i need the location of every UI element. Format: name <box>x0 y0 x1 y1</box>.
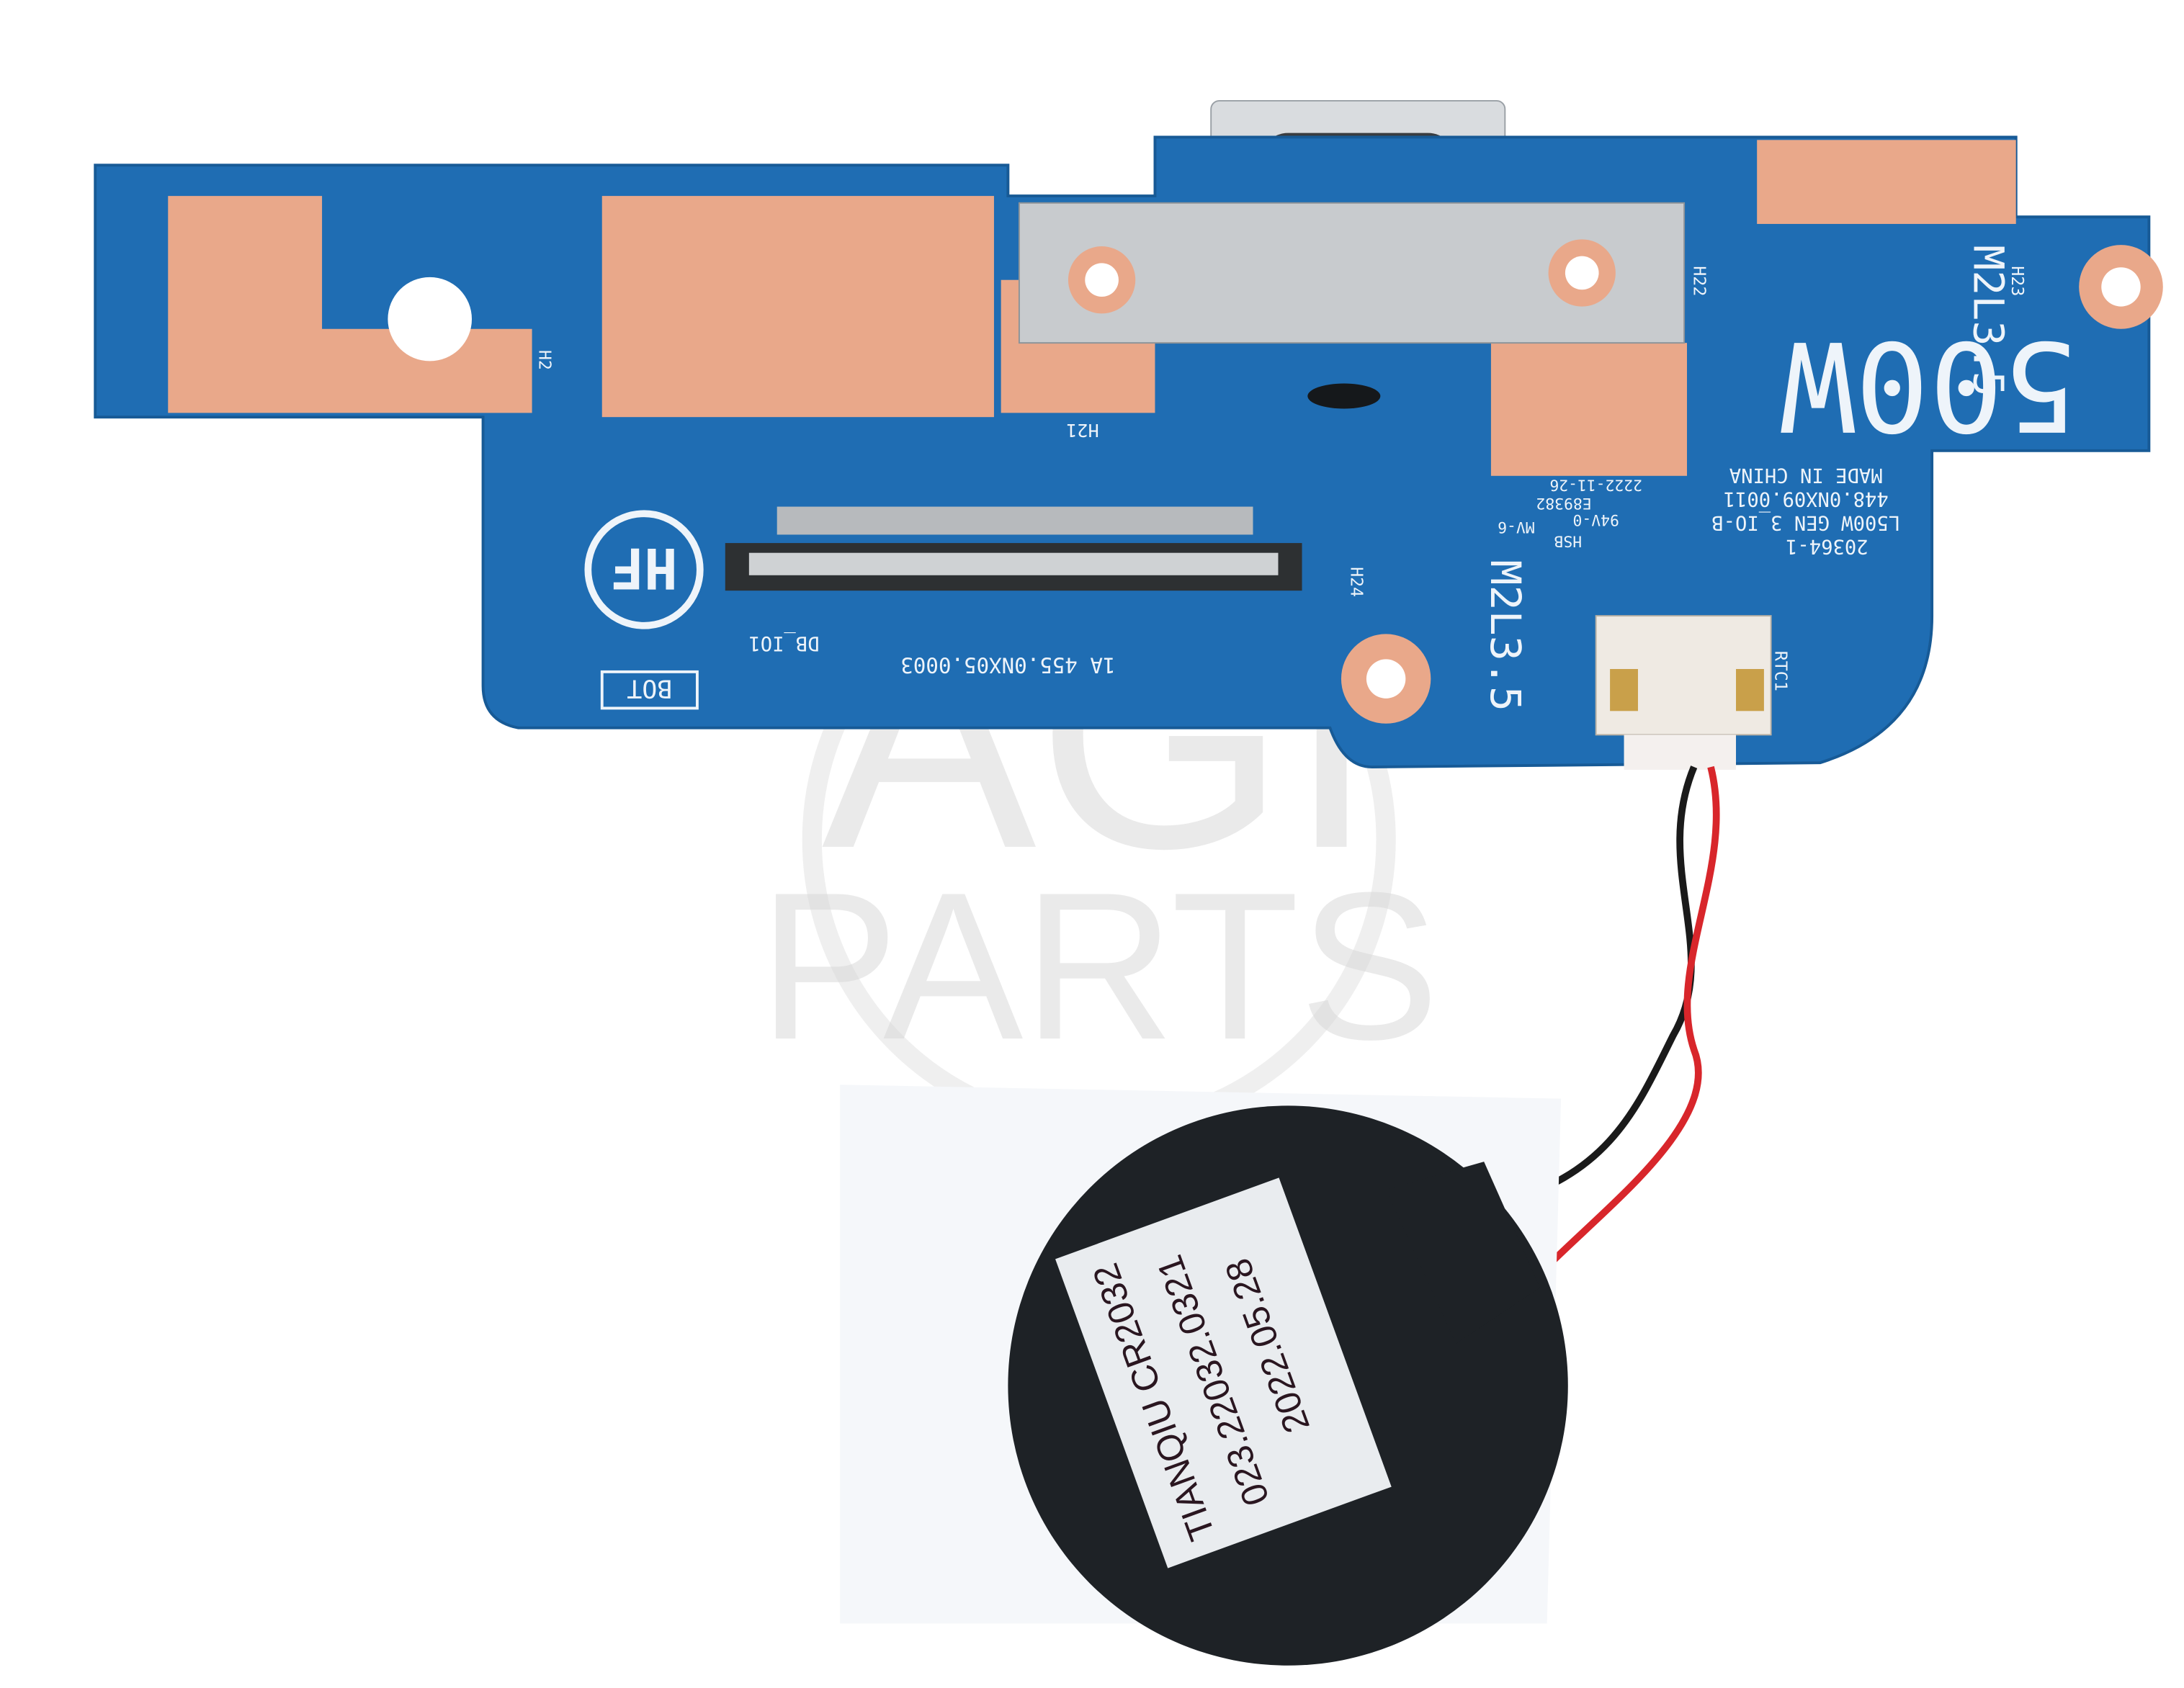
part-number: 1A 455.0NX05.0003 <box>900 652 1115 677</box>
watermark-line2: PARTS <box>758 848 1439 1083</box>
screw-label-center: M2L3.5 <box>1481 560 1530 711</box>
hf-logo: HF <box>610 535 678 600</box>
pcb-number: 448.0NX09.0011 <box>1724 488 1889 510</box>
hole-label-h24: H24 <box>1347 567 1366 597</box>
side-label: BOT <box>627 674 672 703</box>
flammability-label: 94V-0 <box>1573 511 1619 529</box>
ul-code: E89382 <box>1536 494 1591 512</box>
copper-pads <box>168 140 2016 476</box>
board-model-big: 500W <box>1781 313 2077 457</box>
revision-label: 20364-1 <box>1786 535 1869 557</box>
hole-label-h2: H2 <box>534 350 554 370</box>
rtc-connector <box>1595 615 1772 770</box>
board-name: L500W GEN 3_IO-B <box>1711 511 1900 534</box>
hole-label-h23: H23 <box>2008 266 2027 296</box>
connector-label: DB_IO1 <box>748 632 819 654</box>
cmos-battery: TIANQIU CR2032 023.22032.0321 2022.05.28 <box>840 1085 1568 1666</box>
rtc-cable <box>1497 766 1720 1270</box>
hole-label-h22: H22 <box>1690 266 1709 296</box>
screw-label-right: M2L3.5 <box>1964 245 2013 397</box>
rtc-label: RTC1 <box>1771 651 1790 691</box>
date-code: 2222-11-26 <box>1549 476 1642 494</box>
hole-label-h21: H21 <box>1066 420 1099 441</box>
hsb-label: HSB <box>1554 531 1583 549</box>
mv-label: MV-6 <box>1498 518 1534 536</box>
fpc-connector <box>725 506 1302 591</box>
made-in-label: MADE IN CHINA <box>1729 464 1883 486</box>
